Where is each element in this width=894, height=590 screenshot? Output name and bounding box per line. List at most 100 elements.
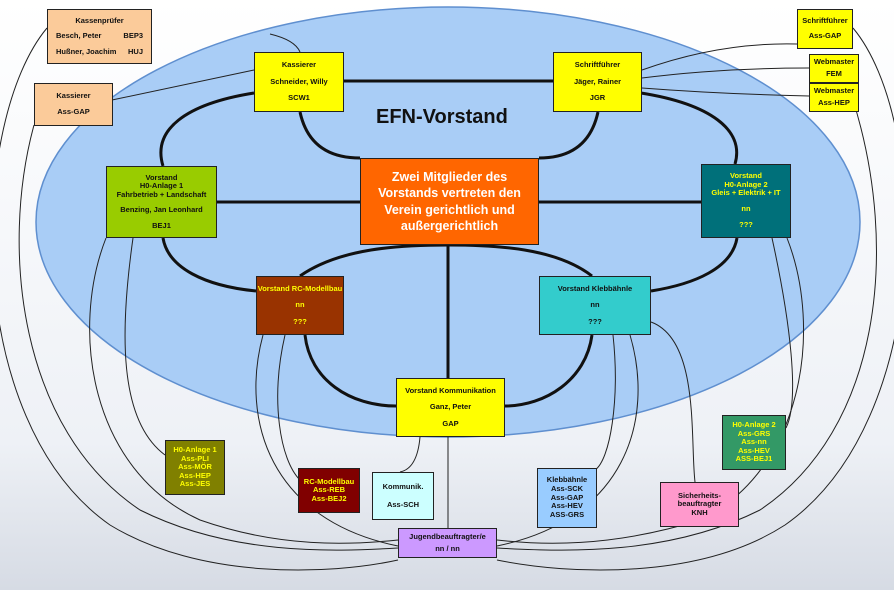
kleb-ass-line-2: Ass-SCK (550, 484, 584, 494)
link-webmaster1 (641, 67, 810, 79)
h0-2-ass-line-4: Ass-HEV (738, 445, 770, 455)
komm-name: Ganz, Peter (429, 402, 472, 412)
kleb-code: ??? (588, 316, 602, 326)
loop-kleb-1 (496, 334, 639, 547)
h0-1-ass-line-3: Ass-MÖR (178, 462, 212, 472)
schriftfuehrer-ass-box: Schriftführer Ass-GAP (797, 9, 853, 49)
komm-ass-title: Kommunik. (382, 481, 424, 491)
link-h0-1-ass (124, 237, 166, 456)
kassierer-box: Kassierer Schneider, Willy SCW1 (254, 52, 344, 112)
link-center-schriftfuehrer (538, 111, 600, 160)
rc-title: Vorstand RC-Modellbau (257, 283, 343, 293)
komm-ass-value: Ass-SCH (386, 499, 420, 509)
sicherheit-line-1: Sicherheits- (678, 490, 721, 500)
rc-modellbau-box: Vorstand RC-Modellbau nn ??? (256, 276, 344, 335)
link-kassierer-h0-1 (159, 91, 255, 167)
kassenpruefer-name-2: Hußner, Joachim (56, 46, 117, 56)
h0-2-code: ??? (739, 220, 753, 230)
kassierer-ass-value: Ass-GAP (57, 107, 90, 117)
loop-kassierer-ass (18, 124, 399, 551)
kassierer-ass-title: Kassierer (56, 90, 91, 100)
kassierer-code: SCW1 (288, 93, 310, 103)
komm-title: Vorstand Kommunikation (405, 385, 496, 395)
rc-code: ??? (293, 316, 307, 326)
h0-1-line-1: Vorstand (145, 172, 178, 182)
h0-anlage-2-box: Vorstand H0-Anlage 2 Gleis + Elektrik + … (701, 164, 791, 238)
webmaster-2-box: Webmaster Ass-HEP (809, 83, 859, 112)
rc-ass-line-2: Ass-REB (312, 485, 346, 495)
kassierer-ass-box: Kassierer Ass-GAP (34, 83, 113, 126)
h0-2-ass-line-5: ASS-BEJ1 (735, 454, 773, 464)
center-line-4: außergerichtlich (400, 218, 499, 233)
h0-1-code: BEJ1 (152, 220, 171, 230)
h0-2-line-3: Gleis + Elektrik + IT (711, 188, 781, 198)
rc-modellbau-ass-box: RC-Modellbau Ass-REB Ass-BEJ2 (298, 468, 360, 513)
kleb-ass-line-5: ASS-GRS (549, 509, 585, 519)
webmaster-1-box: Webmaster FEM (809, 54, 859, 83)
kassenpruefer-title: Kassenprüfer (75, 15, 124, 25)
h0-anlage-1-box: Vorstand H0-Anlage 1 Fahrbetrieb + Lands… (106, 166, 217, 238)
rc-name: nn (295, 300, 305, 310)
schriftfuehrer-ass-value: Ass-GAP (808, 31, 842, 41)
h0-anlage-1-ass-box: H0-Anlage 1 Ass-PLI Ass-MÖR Ass-HEP Ass-… (165, 440, 225, 495)
link-kassierer-ass (111, 69, 255, 101)
kommunikation-box: Vorstand Kommunikation Ganz, Peter GAP (396, 378, 505, 437)
klebbaehnle-ass-box: Klebbähnle Ass-SCK Ass-GAP Ass-HEV ASS-G… (537, 468, 597, 528)
kassenpruefer-code-1: BEP3 (123, 31, 143, 41)
link-kleb-komm (504, 334, 594, 408)
link-h0-1-rc (161, 237, 257, 293)
loop-h0-1 (89, 237, 399, 544)
kassierer-title: Kassierer (281, 60, 317, 70)
h0-1-ass-line-4: Ass-HEP (179, 470, 211, 480)
link-center-kleb (447, 243, 593, 278)
page-title: EFN-Vorstand (376, 106, 508, 128)
kassenpruefer-name-1: Besch, Peter (56, 31, 102, 41)
h0-2-ass-line-3: Ass-nn (741, 437, 767, 447)
h0-1-ass-line-2: Ass-PLI (181, 453, 209, 463)
schriftfuehrer-box: Schriftführer Jäger, Rainer JGR (553, 52, 642, 112)
sicherheitsbeauftragter-box: Sicherheits- beauftragter KNH (660, 482, 739, 527)
h0-1-line-3: Fahrbetrieb + Landschaft (116, 189, 207, 199)
center-line-3: Verein gerichtlich und (384, 202, 515, 217)
rc-ass-line-3: Ass-BEJ2 (311, 493, 347, 503)
rc-ass-line-1: RC-Modellbau (303, 476, 355, 486)
loop-rc-1 (255, 334, 399, 547)
link-h0-2-kleb (650, 237, 739, 293)
link-schriftfuehrer-ass (641, 43, 798, 71)
loop-kleb-2 (594, 334, 616, 471)
link-center-kassierer (298, 111, 361, 160)
webmaster-2-title: Webmaster (813, 86, 855, 96)
link-kassenpruefer-kassierer (269, 33, 301, 53)
kleb-ass-line-4: Ass-HEV (551, 501, 583, 511)
sicherheit-line-3: KNH (691, 507, 708, 517)
h0-2-line-1: Vorstand (730, 171, 762, 181)
h0-anlage-2-ass-box: H0-Anlage 2 Ass-GRS Ass-nn Ass-HEV ASS-B… (722, 415, 786, 470)
h0-2-line-2: H0-Anlage 2 (724, 179, 768, 189)
schriftfuehrer-name: Jäger, Rainer (573, 76, 622, 86)
kassenpruefer-box: Kassenprüfer Besch, Peter BEP3 Hußner, Jo… (47, 9, 152, 64)
center-line-1: Zwei Mitglieder des (391, 170, 508, 184)
loop-kassenpruefer (0, 27, 399, 571)
h0-2-name: nn (741, 204, 751, 214)
kleb-ass-line-1: Klebbähnle (546, 475, 588, 485)
link-rc-komm (303, 334, 397, 408)
h0-1-ass-line-5: Ass-JES (179, 479, 211, 489)
webmaster-2-value: Ass-HEP (818, 98, 850, 108)
kleb-title: Vorstand Klebbähnle (557, 283, 633, 293)
h0-2-ass-line-2: Ass-GRS (737, 428, 771, 438)
schriftfuehrer-code: JGR (589, 93, 606, 103)
loop-webmaster (496, 99, 877, 551)
link-h0-2-ass (771, 237, 794, 429)
klebbaehnle-box: Vorstand Klebbähnle nn ??? (539, 276, 651, 335)
schriftfuehrer-title: Schriftführer (574, 60, 621, 70)
jugendbeauftragter-box: Jugendbeauftragter/e nn / nn (398, 528, 497, 558)
h0-2-ass-line-1: H0-Anlage 2 (732, 419, 776, 429)
center-line-2: Vorstands vertreten den (378, 186, 521, 201)
loop-rc-2 (277, 334, 301, 481)
komm-code: GAP (442, 418, 459, 428)
link-webmaster2 (641, 87, 810, 97)
kleb-name: nn (590, 300, 600, 310)
kassenpruefer-code-2: HUJ (127, 46, 143, 56)
webmaster-1-title: Webmaster (813, 57, 855, 67)
